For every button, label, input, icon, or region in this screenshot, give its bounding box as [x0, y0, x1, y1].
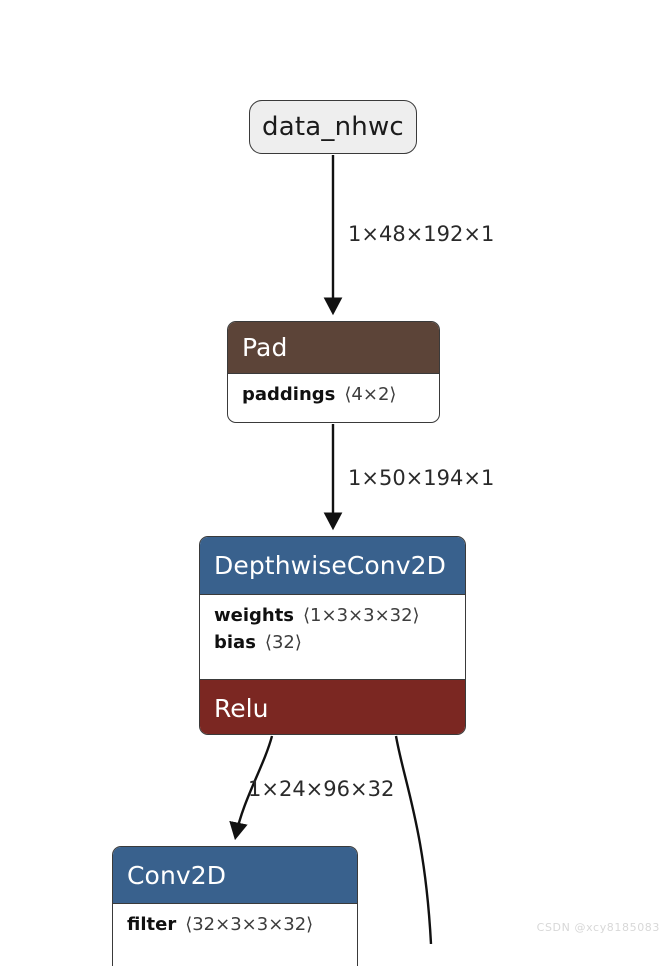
node-depthwise-conv2d-activation: Relu [200, 679, 465, 734]
attribute-key-weights: weights [214, 605, 295, 626]
node-depthwise-conv2d-title: DepthwiseConv2D [214, 551, 446, 580]
attribute-key-filter: filter [127, 914, 177, 935]
node-depthwise-conv2d[interactable]: DepthwiseConv2D weights ⟨1×3×3×32⟩ bias … [199, 536, 466, 735]
node-pad[interactable]: Pad paddings ⟨4×2⟩ [227, 321, 440, 423]
edge-label-pad-to-depthwise: 1×50×194×1 [348, 466, 495, 490]
attribute-row: filter ⟨32×3×3×32⟩ [127, 911, 343, 938]
watermark: CSDN @xcy8185083 [536, 921, 660, 934]
node-depthwise-conv2d-attributes: weights ⟨1×3×3×32⟩ bias ⟨32⟩ [200, 594, 465, 679]
node-pad-header: Pad [228, 322, 439, 373]
attribute-row: weights ⟨1×3×3×32⟩ [214, 602, 451, 629]
attribute-key-paddings: paddings [242, 384, 336, 405]
node-conv2d-header: Conv2D [113, 847, 357, 903]
attribute-row: paddings ⟨4×2⟩ [242, 381, 425, 408]
node-pad-attributes: paddings ⟨4×2⟩ [228, 373, 439, 414]
node-data-nhwc-label: data_nhwc [262, 112, 404, 142]
node-conv2d[interactable]: Conv2D filter ⟨32×3×3×32⟩ [112, 846, 358, 966]
attribute-value-filter: ⟨32×3×3×32⟩ [185, 914, 314, 935]
edge-depthwise-branch [394, 735, 433, 944]
attribute-value-paddings: ⟨4×2⟩ [344, 384, 397, 405]
edge-label-depthwise-to-conv2d: 1×24×96×32 [248, 777, 395, 801]
node-depthwise-conv2d-activation-label: Relu [214, 693, 269, 723]
attribute-value-weights: ⟨1×3×3×32⟩ [303, 605, 420, 626]
node-pad-title: Pad [242, 333, 288, 362]
diagram-canvas: 1×48×192×1 1×50×194×1 1×24×96×32 data_nh… [112, 100, 660, 966]
node-depthwise-conv2d-header: DepthwiseConv2D [200, 537, 465, 594]
attribute-row: bias ⟨32⟩ [214, 629, 451, 656]
attribute-key-bias: bias [214, 632, 256, 653]
node-data-nhwc[interactable]: data_nhwc [249, 100, 417, 154]
attribute-value-bias: ⟨32⟩ [264, 632, 302, 653]
node-conv2d-title: Conv2D [127, 860, 227, 890]
node-conv2d-attributes: filter ⟨32×3×3×32⟩ [113, 903, 357, 944]
edge-label-data-to-pad: 1×48×192×1 [348, 222, 495, 246]
